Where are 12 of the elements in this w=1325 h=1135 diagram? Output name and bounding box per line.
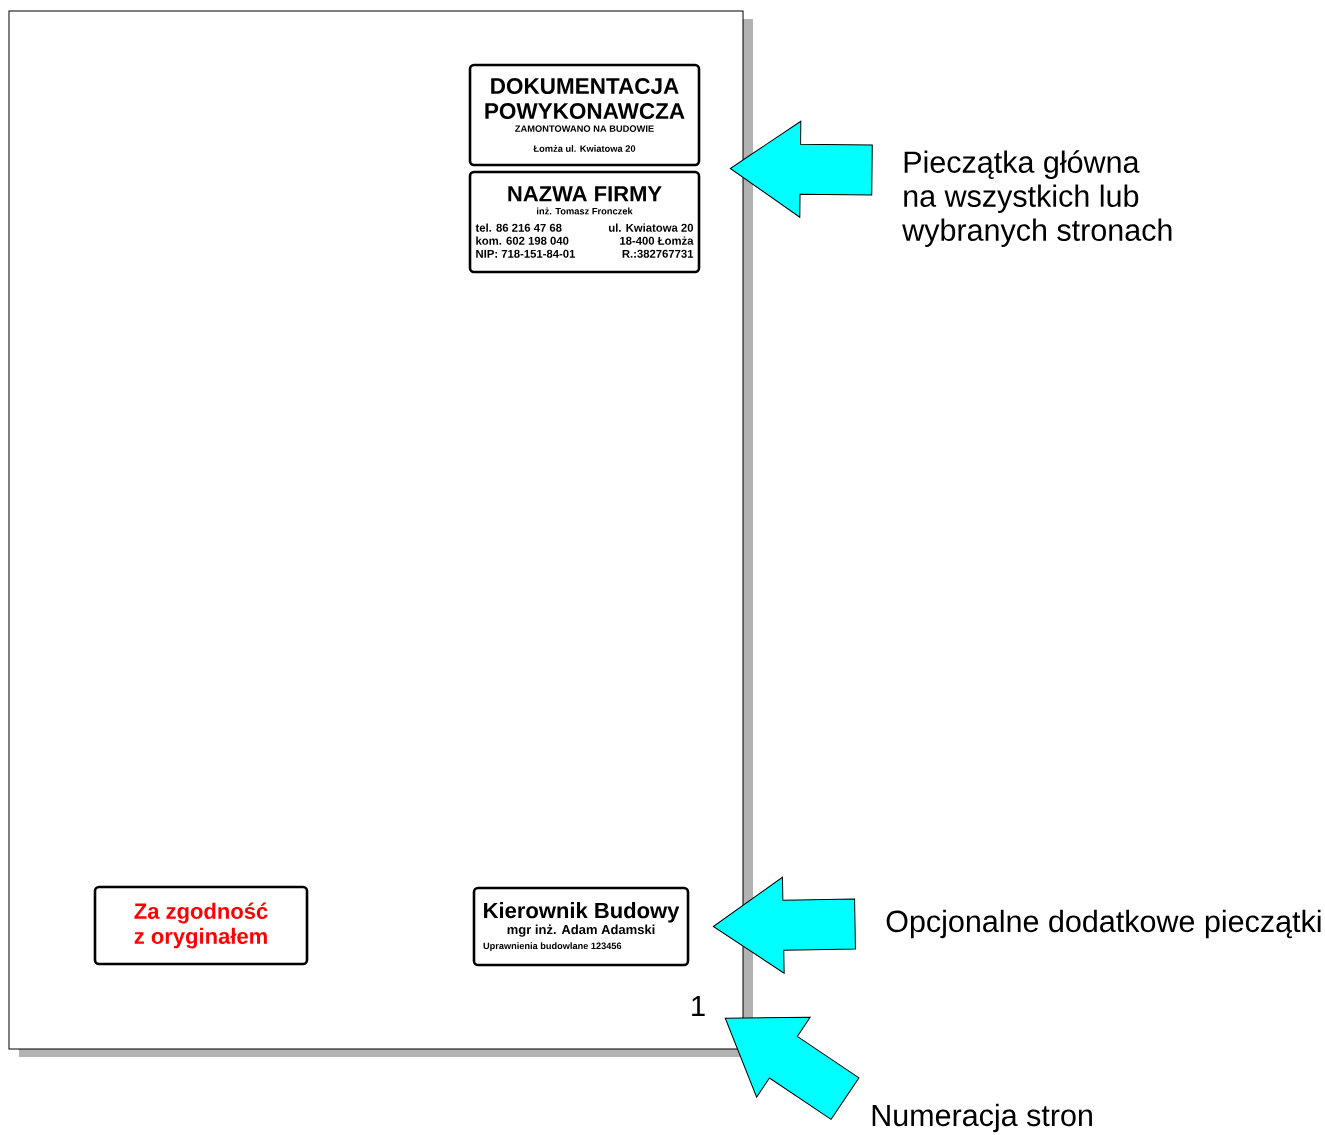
annotation-text: Numeracja stron bbox=[872, 1103, 1092, 1133]
stamp: NAZWA FIRMY inż. Tomasz Fronczek tel. 86 216 47 68 kom. 602 198 040 NIP: 718-151-84-01 ul. Kwiatowa 20 18-400 Łomża R.:382767731 bbox=[468, 170, 701, 274]
annotation-text: Pieczątka główna na wszystkich lub wybranych stronach bbox=[902, 150, 1172, 247]
block-arrow bbox=[724, 1016, 860, 1120]
stamp: DOKUMENTACJA POWYKONAWCZA ZAMONTOWANO NA BUDOWIE Łomża ul. Kwiatowa 20 bbox=[468, 63, 701, 167]
stamp: Kierownik Budowy mgr inż. Adam Adamski Uprawnienia budowlane 123456 bbox=[472, 886, 690, 967]
annotation-text: Opcjonalne dodatkowe pieczątki bbox=[886, 909, 1321, 939]
page-number: 1 bbox=[692, 996, 705, 1016]
page-sheet bbox=[8, 10, 744, 1050]
block-arrow bbox=[729, 120, 873, 218]
stamp: Za zgodność z oryginałem bbox=[93, 885, 309, 966]
block-arrow bbox=[712, 876, 856, 974]
